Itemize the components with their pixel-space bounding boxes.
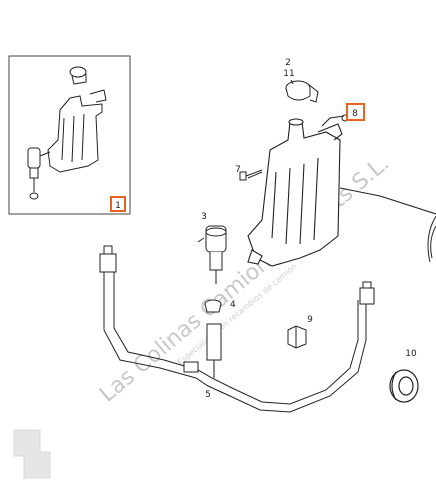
callout-8-label: 8 xyxy=(352,109,358,119)
callout-11-label: 11 xyxy=(283,69,294,79)
callout-4-label: 4 xyxy=(230,300,236,310)
screw-part xyxy=(239,169,263,181)
callout-5-label: 5 xyxy=(205,390,211,400)
ring-part xyxy=(389,369,419,403)
callout-10-label: 10 xyxy=(405,349,417,359)
callout-9-label: 9 xyxy=(307,315,313,325)
callout-3-label: 3 xyxy=(201,212,207,222)
grommet-part xyxy=(204,299,222,313)
washer-pump xyxy=(197,225,227,284)
inset-panel: 1 xyxy=(8,55,131,215)
inset-frame xyxy=(8,55,131,215)
clip-part xyxy=(287,325,307,349)
callout-2-label: 2 xyxy=(285,58,291,68)
vehicle-contour xyxy=(427,215,436,263)
filler-cap xyxy=(285,79,319,103)
inset-tank-illustration xyxy=(27,66,107,200)
callout-7-label: 7 xyxy=(235,165,241,175)
callout-1-label: 1 xyxy=(115,201,121,211)
callout-1-box xyxy=(110,196,126,212)
callout-8-box xyxy=(346,103,365,121)
washer-reservoir xyxy=(247,115,436,267)
hose-assembly xyxy=(99,245,375,413)
watermark-logo xyxy=(13,429,51,479)
